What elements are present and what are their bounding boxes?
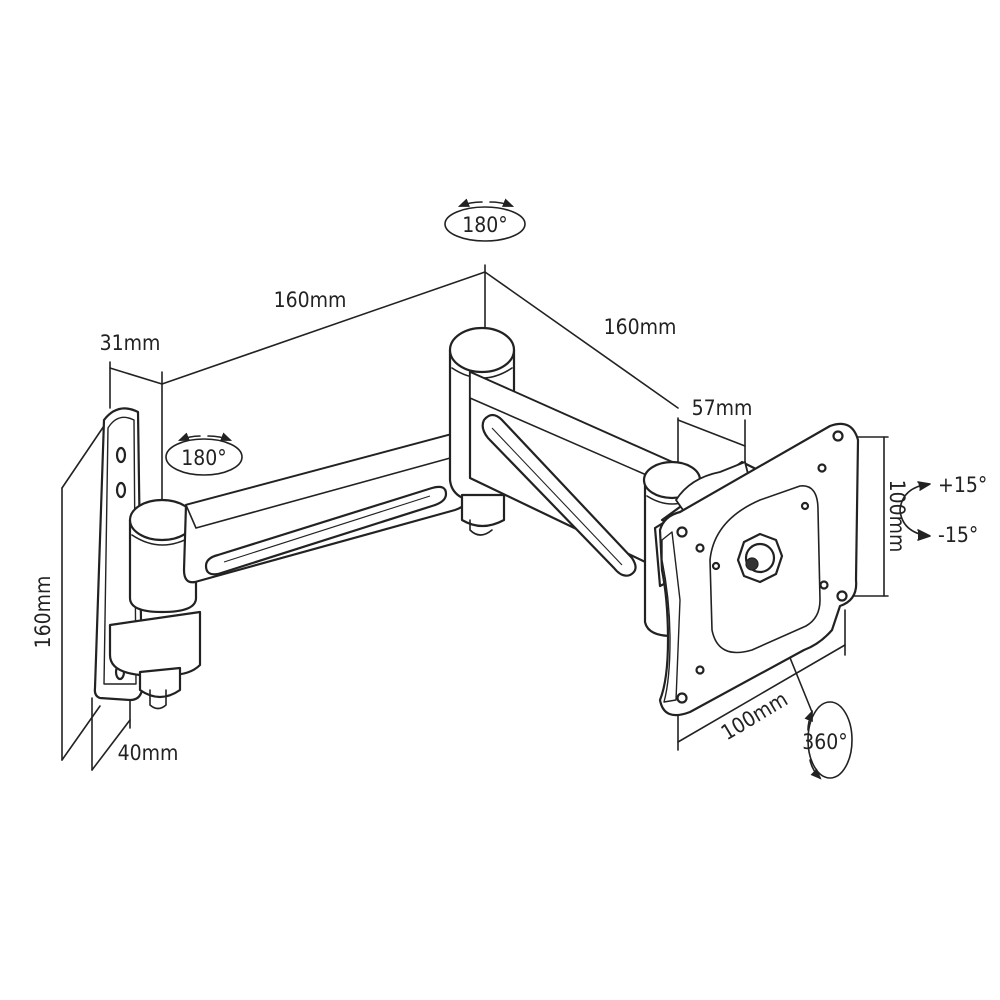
label-arm1-length: 160mm [274, 288, 347, 312]
label-tilt-down: -15° [938, 523, 978, 547]
vesa-plate [658, 422, 860, 717]
vesa-hole-bl [676, 692, 688, 704]
rotation-indicators [165, 198, 931, 780]
tilt-arc [899, 483, 929, 537]
arm-segment-1 [182, 430, 474, 584]
label-vesa-width: 100mm [717, 687, 792, 745]
label-rotation-plate: 360° [802, 730, 848, 754]
label-rotation-left: 180° [181, 446, 227, 470]
label-rotation-top: 180° [462, 213, 508, 237]
label-offset-left: 31mm [100, 331, 161, 355]
vesa-hole-tl [676, 526, 688, 538]
arm-segment-2 [468, 370, 692, 577]
dimension-lines [61, 264, 889, 771]
rotation-ellipse-left [165, 438, 243, 476]
left-lower-knuckle [108, 610, 202, 710]
label-wall-height: 160mm [31, 576, 55, 649]
label-wall-depth: 40mm [118, 741, 179, 765]
rotation-ellipse-plate [807, 701, 853, 779]
label-vesa-height: 100mm [885, 480, 909, 553]
vesa-hole-br [836, 590, 848, 602]
rotation-ellipse-top [444, 206, 526, 242]
rotation-hub [736, 532, 784, 584]
label-tilt-up: +15° [938, 473, 987, 497]
label-offset-right: 57mm [692, 396, 753, 420]
label-arm2-length: 160mm [604, 315, 677, 339]
vesa-hole-tr [832, 430, 844, 442]
